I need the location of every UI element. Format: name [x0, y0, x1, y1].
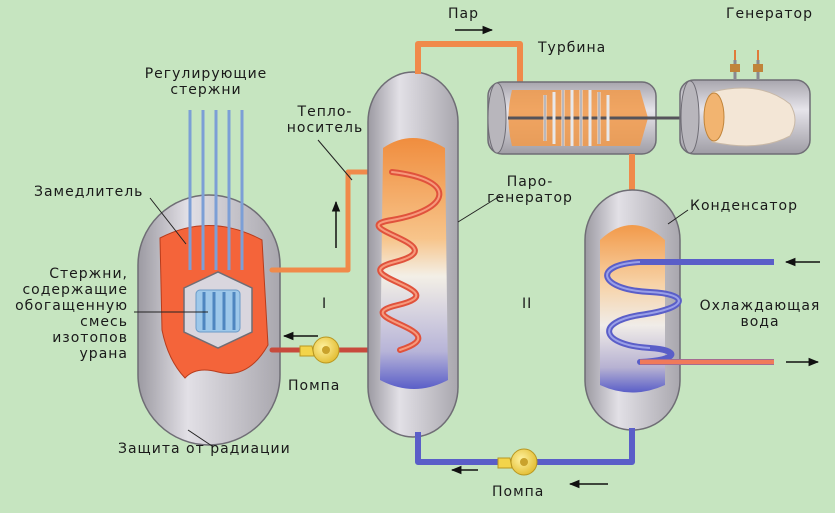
label-cooling-water: Охлаждающая вода	[699, 298, 821, 330]
turbine	[487, 81, 690, 155]
label-condenser: Конденсатор	[690, 198, 798, 214]
reactor-core	[183, 271, 253, 349]
primary-pump	[299, 336, 340, 364]
label-moderator: Замедлитель	[34, 184, 144, 200]
label-coolant: Тепло- носитель	[286, 104, 364, 136]
label-control-rods: Регулирующие стержни	[144, 66, 268, 98]
steam-pipe	[415, 41, 523, 85]
generator	[679, 50, 811, 155]
control-rods	[188, 110, 244, 270]
label-steam-generator: Паро- генератор	[487, 174, 573, 206]
flow-arrows	[282, 25, 820, 489]
label-steam: Пар	[448, 6, 479, 22]
label-circuit-2: II	[522, 296, 533, 312]
label-circuit-1: I	[322, 296, 328, 312]
leader-lines	[134, 139, 689, 447]
steam-generator	[367, 71, 459, 438]
label-radiation-shield: Защита от радиации	[118, 441, 291, 457]
label-generator: Генератор	[726, 6, 813, 22]
label-pump-secondary: Помпа	[492, 484, 545, 500]
secondary-pump	[497, 448, 538, 476]
label-fuel-rods: Стержни, содержащие обогащенную смесь из…	[15, 266, 128, 362]
label-turbine: Турбина	[538, 40, 607, 56]
label-pump-primary: Помпа	[288, 378, 341, 394]
